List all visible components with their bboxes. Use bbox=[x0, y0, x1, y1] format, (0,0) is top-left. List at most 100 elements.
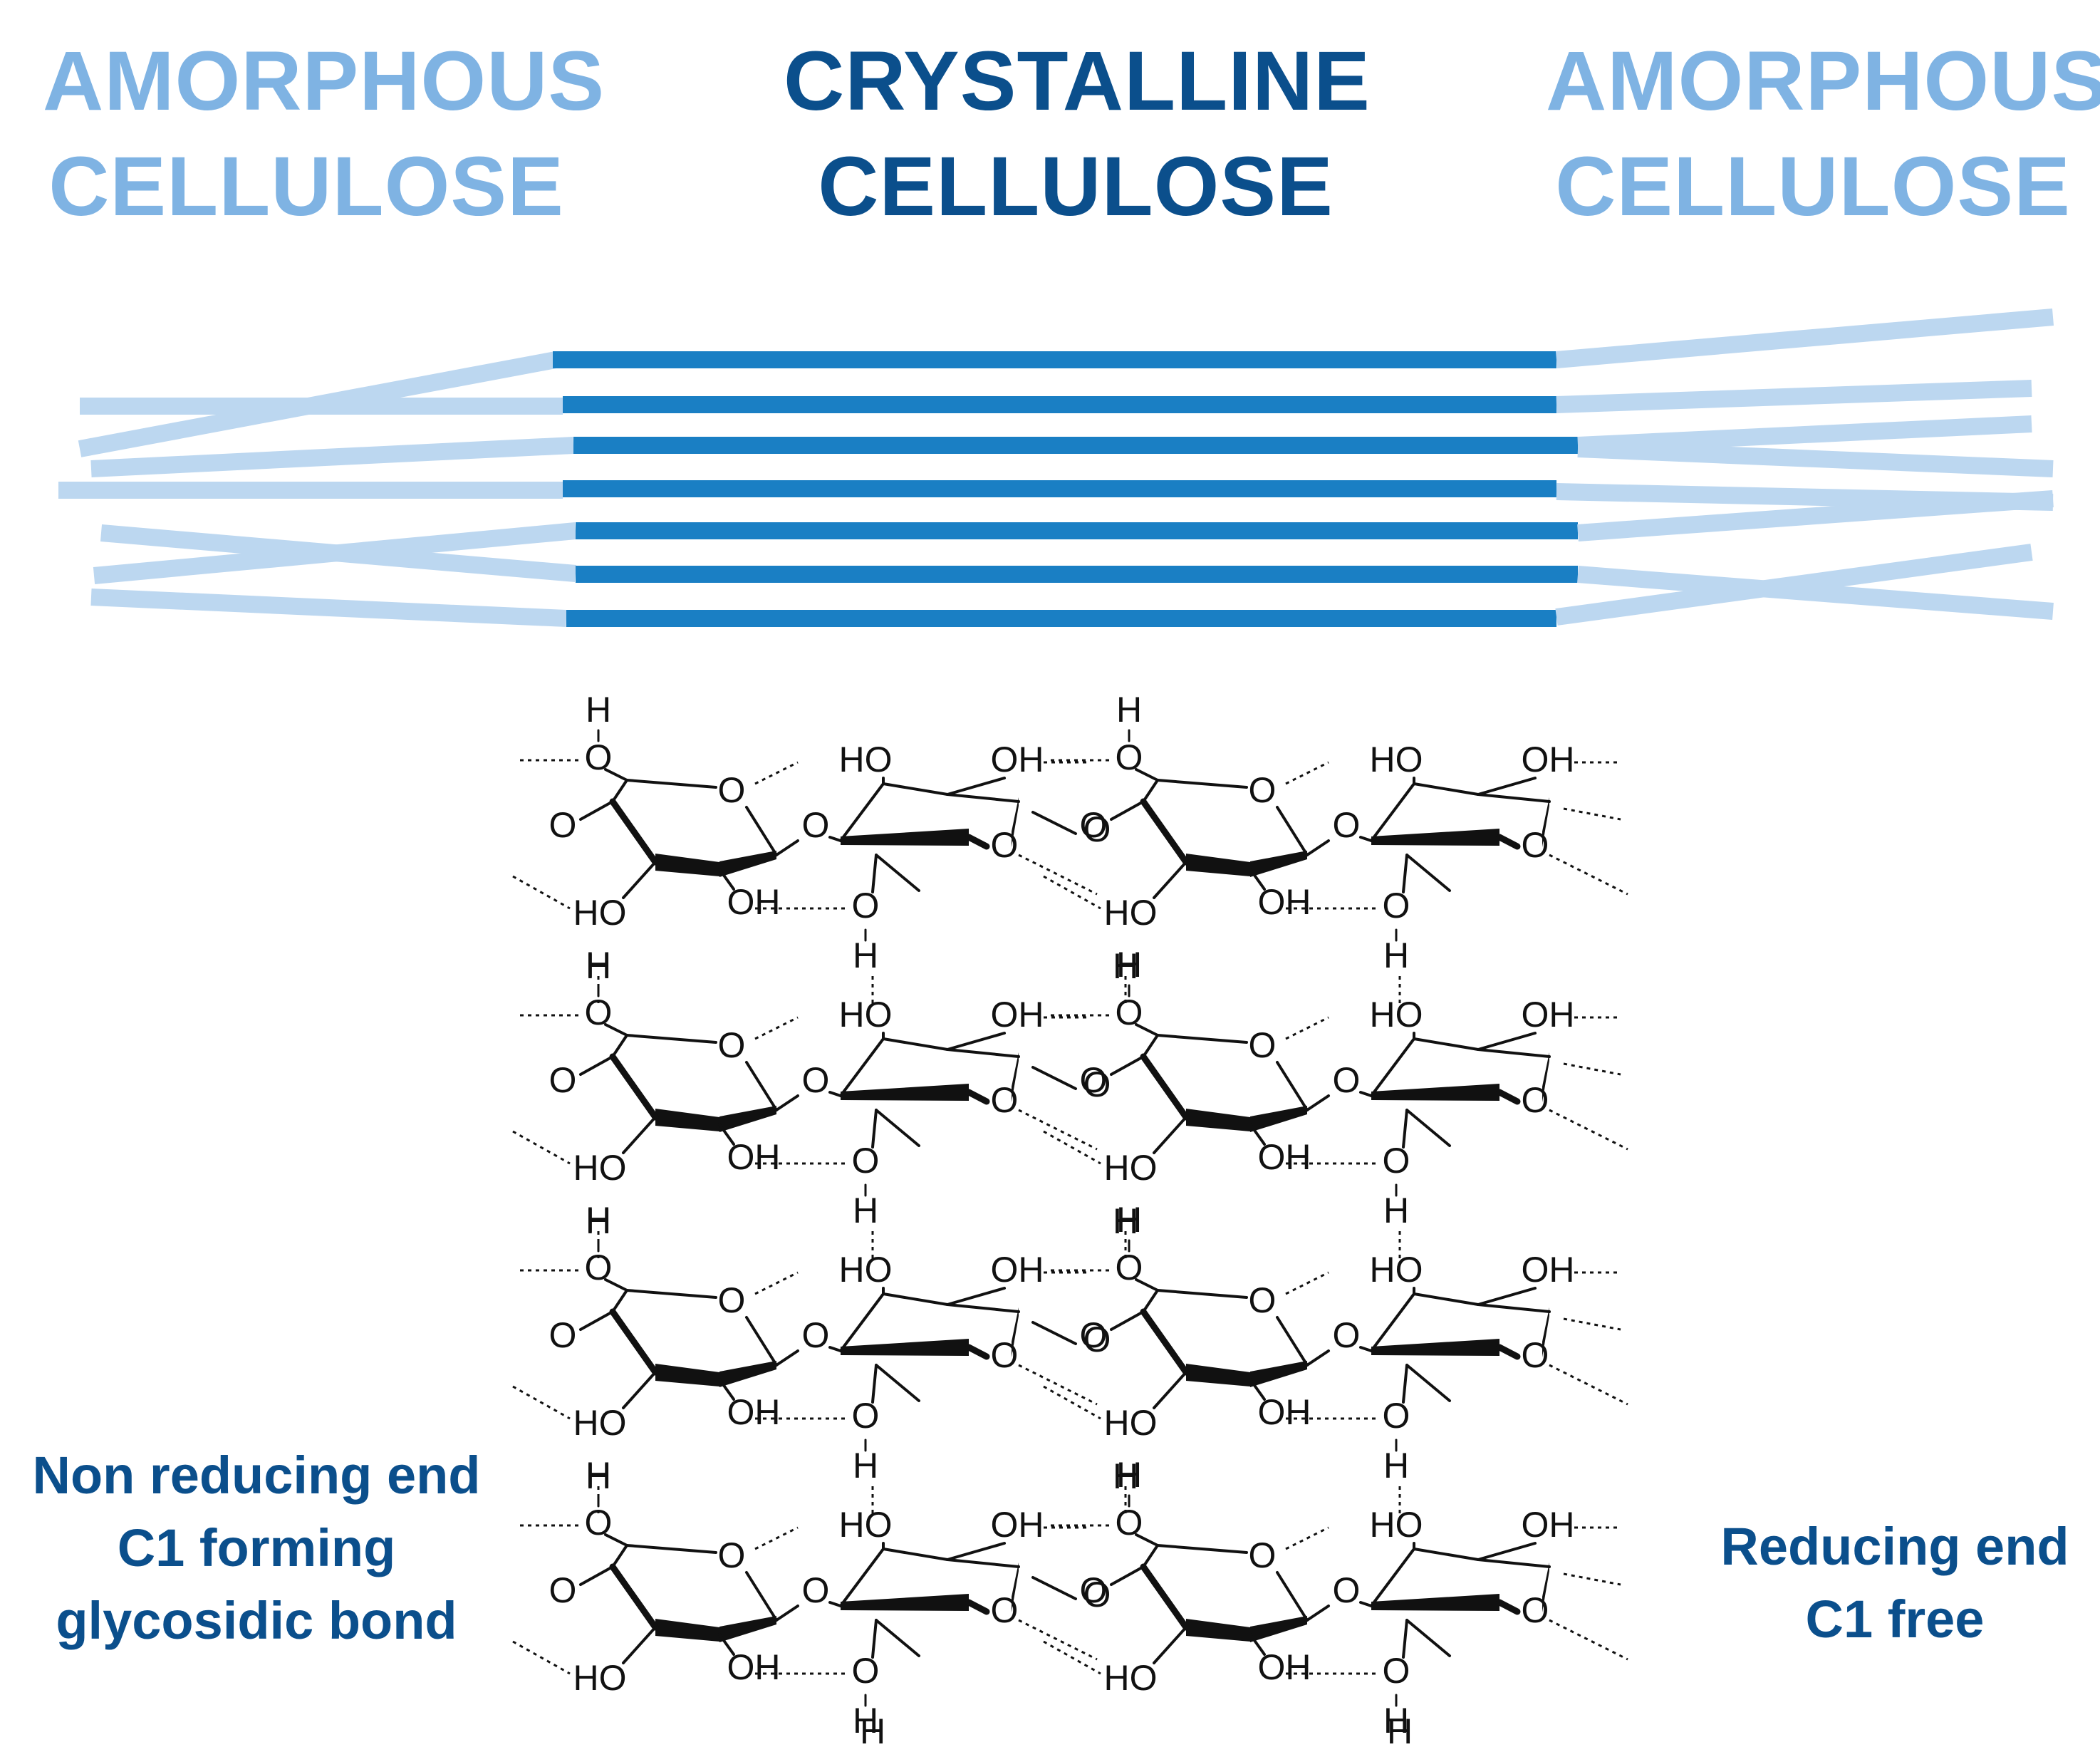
bond bbox=[946, 1287, 1006, 1306]
left-header-line1: AMORPHOUS bbox=[43, 34, 605, 128]
bond bbox=[775, 1094, 799, 1111]
bond bbox=[882, 782, 949, 796]
bond bbox=[604, 1533, 628, 1547]
bond bbox=[611, 779, 628, 803]
glycosidic-oxygen-label: O bbox=[1083, 1575, 1111, 1614]
hydrogen-label: H bbox=[860, 1711, 885, 1751]
bond bbox=[1110, 800, 1145, 821]
bond bbox=[882, 1037, 949, 1051]
hydroxyl-label: HO bbox=[839, 1250, 893, 1290]
bond bbox=[1249, 1123, 1266, 1146]
bold-bond bbox=[1186, 1109, 1250, 1131]
hydrogen-label: H bbox=[586, 1201, 611, 1241]
hydroxyl-label: HO bbox=[573, 893, 627, 933]
bond bbox=[1370, 1037, 1415, 1097]
bond bbox=[625, 1289, 717, 1299]
hydrogen-bond bbox=[1285, 1526, 1329, 1550]
hydrogen-bond bbox=[1285, 1016, 1329, 1040]
c6-oxygen-label: O bbox=[1116, 992, 1143, 1032]
reducing-line1: Reducing end bbox=[1720, 1517, 2069, 1576]
bond bbox=[1477, 1287, 1537, 1306]
wedge-bond bbox=[1542, 797, 1549, 847]
wedge-bond bbox=[1012, 1307, 1019, 1357]
bond bbox=[1496, 834, 1521, 850]
hydroxyl-label: HO bbox=[1370, 1250, 1423, 1290]
glycosidic-oxygen-label: O bbox=[802, 1570, 830, 1610]
bond bbox=[1496, 1089, 1521, 1105]
bond bbox=[579, 1055, 614, 1076]
non-reducing-line2: C1 forming bbox=[117, 1518, 396, 1577]
hydroxyl-label: HO bbox=[1370, 995, 1423, 1035]
c6-oxygen-label: O bbox=[1383, 886, 1410, 926]
amorphous-fiber bbox=[1555, 309, 2054, 368]
hydroxyl-label: OH bbox=[727, 1647, 781, 1687]
bond bbox=[579, 800, 614, 821]
bond bbox=[1156, 1034, 1248, 1044]
hydrogen-label: H bbox=[586, 1456, 611, 1496]
hydrogen-label: H bbox=[586, 1455, 611, 1495]
ring-oxygen-label: O bbox=[1249, 1280, 1277, 1320]
bond bbox=[839, 1548, 885, 1607]
hydrogen-bond bbox=[1549, 854, 1628, 896]
glycosidic-oxygen-label: O bbox=[1083, 1320, 1111, 1359]
hydrogen-bond bbox=[1043, 875, 1101, 910]
bond bbox=[579, 1565, 614, 1586]
bold-bond bbox=[841, 1084, 969, 1101]
bond bbox=[1249, 1378, 1266, 1401]
hydrogen-label: H bbox=[853, 1191, 878, 1230]
bond bbox=[611, 1034, 628, 1058]
hydrogen-label: H bbox=[1383, 1191, 1409, 1230]
crystalline-header: CRYSTALLINE CELLULOSE bbox=[784, 28, 1370, 239]
bond bbox=[965, 1344, 990, 1360]
hydroxyl-label: OH bbox=[727, 1392, 781, 1432]
bond bbox=[611, 1289, 628, 1313]
ring-oxygen-label: O bbox=[718, 1025, 746, 1065]
bond bbox=[1405, 1619, 1451, 1657]
wedge-bond bbox=[1250, 1616, 1307, 1642]
hydroxyl-label: HO bbox=[1104, 893, 1158, 933]
bond bbox=[1402, 1364, 1408, 1404]
bond bbox=[1359, 836, 1373, 842]
center-header-line2: CELLULOSE bbox=[818, 140, 1334, 234]
hydrogen-bond bbox=[754, 1016, 799, 1040]
oxygen-label: O bbox=[1080, 1060, 1108, 1100]
hydrogen-bond bbox=[1018, 1109, 1098, 1151]
bond bbox=[1477, 793, 1551, 803]
bond bbox=[1031, 1066, 1077, 1090]
oxygen-label: O bbox=[1080, 1570, 1108, 1610]
bond bbox=[604, 1278, 628, 1292]
bond bbox=[622, 861, 657, 899]
wedge-bond bbox=[1250, 1361, 1307, 1387]
oxygen-label: O bbox=[549, 805, 577, 845]
hydroxyl-label: HO bbox=[1370, 1505, 1423, 1545]
hydrogen-bond bbox=[1549, 1109, 1628, 1151]
hydrogen-label: H bbox=[1116, 690, 1142, 730]
hydrogen-label: H bbox=[1116, 945, 1142, 985]
reducing-line2: C1 free bbox=[1805, 1590, 1985, 1649]
bond bbox=[1156, 1289, 1248, 1299]
bond bbox=[1135, 1023, 1159, 1037]
glycosidic-oxygen-label: O bbox=[1333, 805, 1361, 845]
bond bbox=[1402, 1619, 1408, 1659]
bond bbox=[946, 777, 1006, 796]
bond bbox=[946, 1032, 1006, 1051]
bond bbox=[1496, 1344, 1521, 1360]
hydrogen-bond bbox=[1549, 1364, 1628, 1406]
hydroxyl-label: OH bbox=[1522, 740, 1575, 779]
hydrogen-bond bbox=[512, 875, 571, 910]
glycosidic-oxygen-label: O bbox=[1333, 1060, 1361, 1100]
bond bbox=[1359, 1091, 1373, 1097]
bond bbox=[1477, 1032, 1537, 1051]
bold-bond bbox=[841, 1594, 969, 1611]
bold-bond bbox=[1371, 1339, 1499, 1356]
bond bbox=[1413, 1037, 1480, 1051]
bond bbox=[839, 782, 885, 842]
c6-oxygen-label: O bbox=[585, 737, 613, 777]
hydroxyl-label: OH bbox=[1522, 1250, 1575, 1290]
